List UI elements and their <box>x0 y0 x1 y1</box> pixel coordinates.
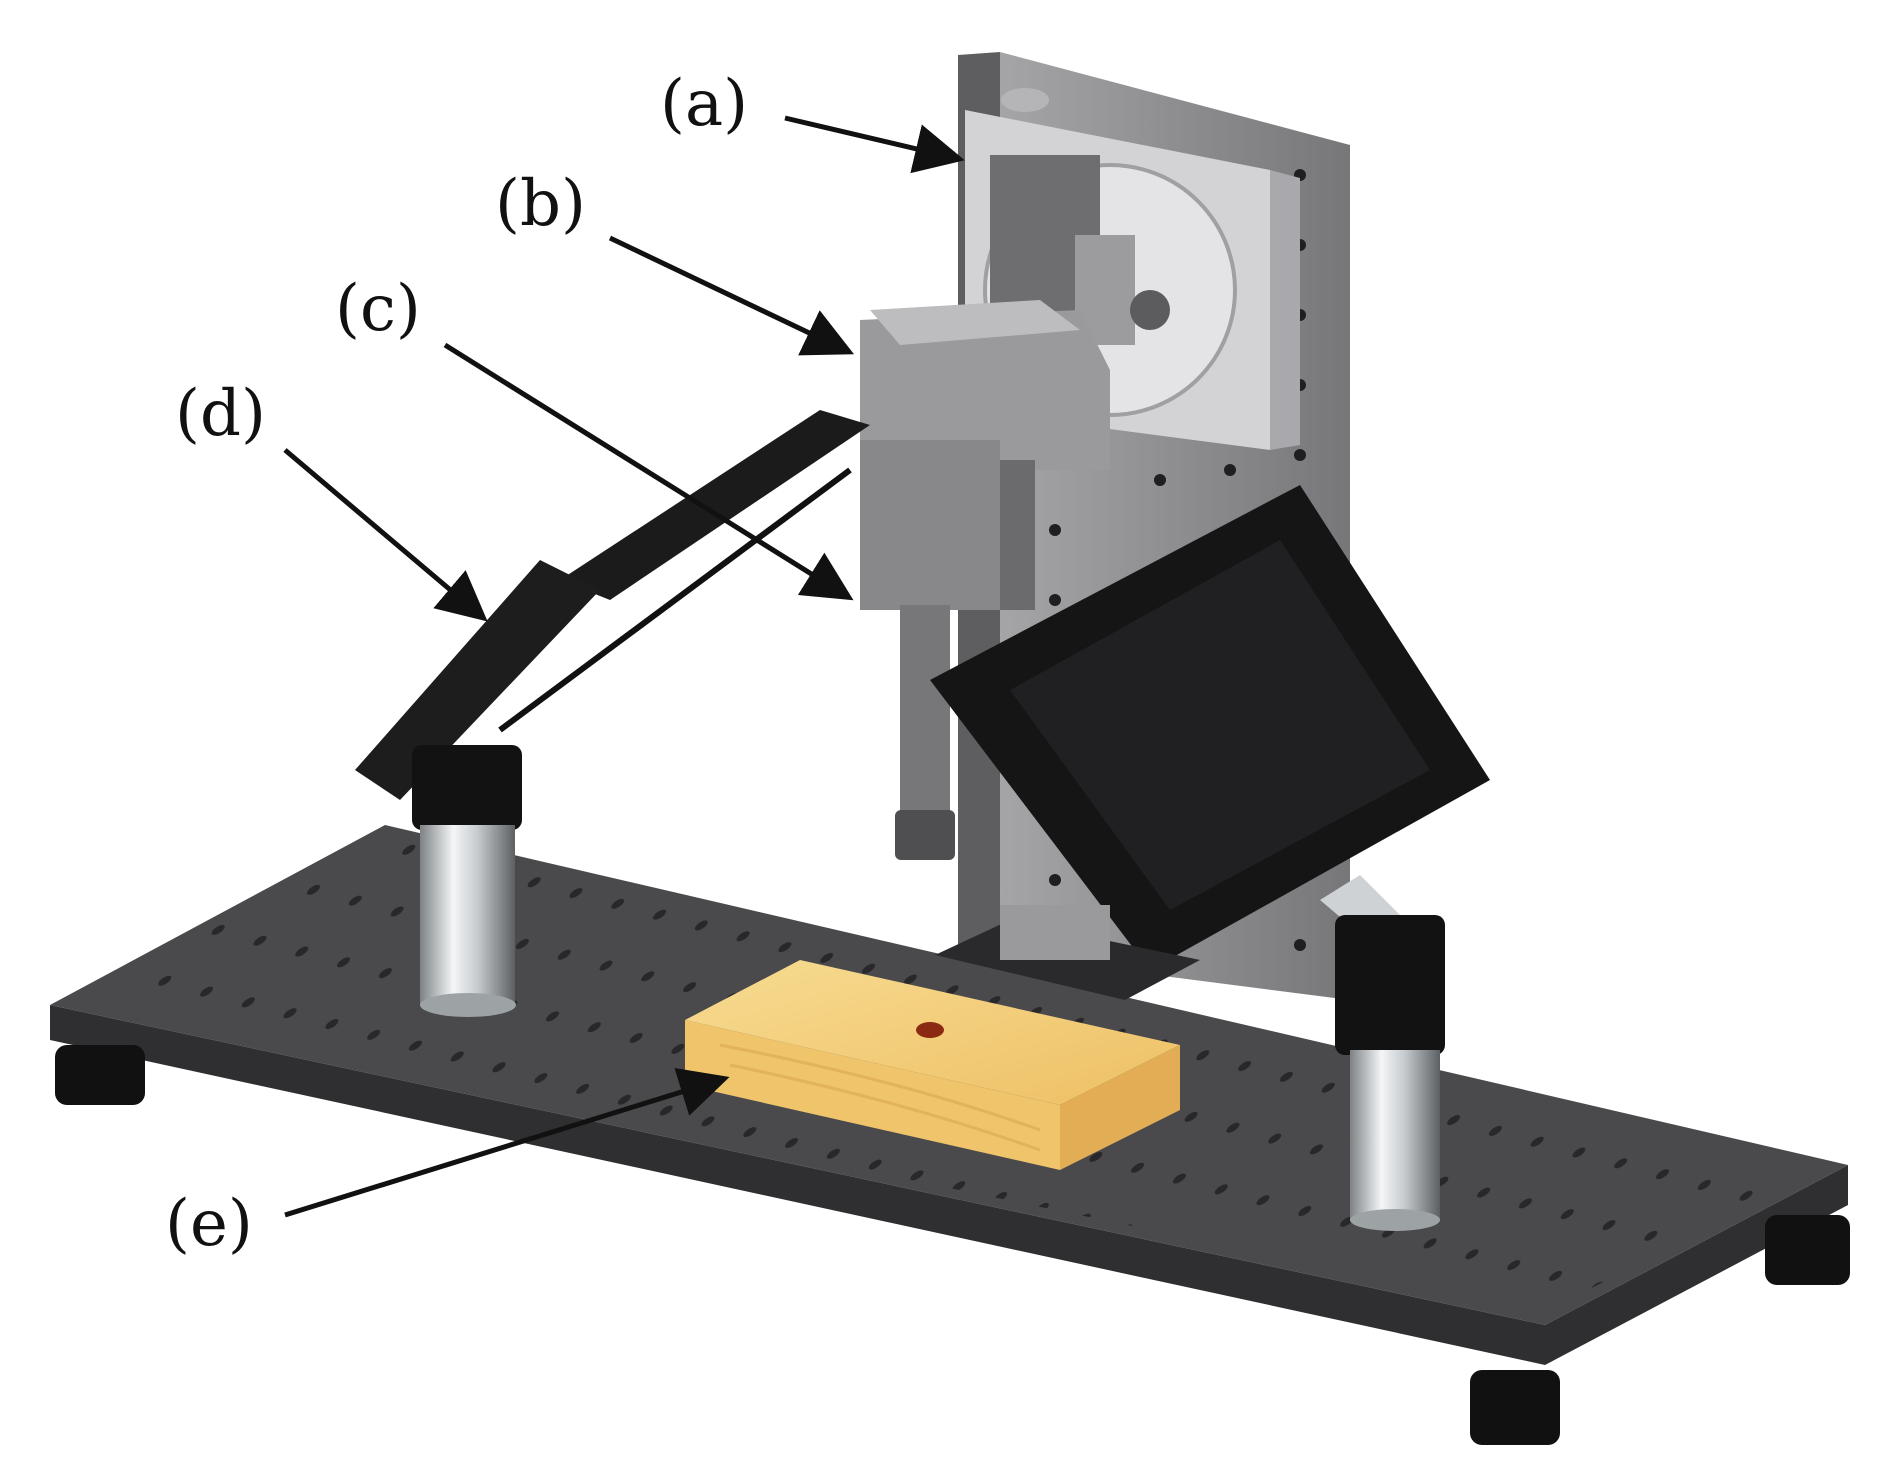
right-post-clamp <box>1335 915 1445 1055</box>
label-b: (b) <box>495 167 586 241</box>
leader-arrows <box>283 115 965 1218</box>
left-post-clamp <box>412 745 522 830</box>
label-c: (c) <box>335 272 421 346</box>
arrow-d <box>283 448 488 622</box>
right-light <box>930 485 1490 1231</box>
adjust-knob <box>1130 290 1170 330</box>
label-d: (d) <box>175 377 266 451</box>
left-light-arm <box>560 410 870 600</box>
right-post-base <box>1350 1209 1440 1231</box>
table-foot <box>1765 1215 1850 1285</box>
stage-top-screw <box>1001 88 1049 112</box>
left-light <box>355 410 870 1017</box>
camera-body <box>860 440 1000 610</box>
camera-lens-tip <box>895 810 955 860</box>
camera-body-side <box>1000 460 1035 610</box>
label-e: (e) <box>165 1187 253 1261</box>
arrow-e <box>284 1067 730 1218</box>
left-light-panel <box>355 560 600 800</box>
arrow-b <box>608 235 855 356</box>
specimen-spot <box>916 1022 944 1038</box>
specimen-rail <box>935 905 1200 1000</box>
camera-mount-top <box>870 300 1080 345</box>
wood-side <box>1060 1045 1180 1170</box>
left-post <box>420 825 515 1005</box>
table-foot <box>55 1045 145 1105</box>
wood-grain <box>719 1043 1041 1152</box>
rotation-stage-side <box>1270 170 1300 450</box>
wood-specimen <box>685 960 1180 1170</box>
camera-mount-bracket <box>860 310 1110 470</box>
label-a: (a) <box>660 67 748 141</box>
right-light-face <box>1010 540 1430 910</box>
left-post-base <box>420 993 516 1017</box>
table-foot <box>1470 1370 1560 1445</box>
left-light-cable <box>498 467 852 733</box>
right-post <box>1350 1050 1440 1220</box>
camera-assembly <box>860 300 1110 860</box>
arrow-c <box>443 342 854 601</box>
arrow-a <box>784 115 965 174</box>
